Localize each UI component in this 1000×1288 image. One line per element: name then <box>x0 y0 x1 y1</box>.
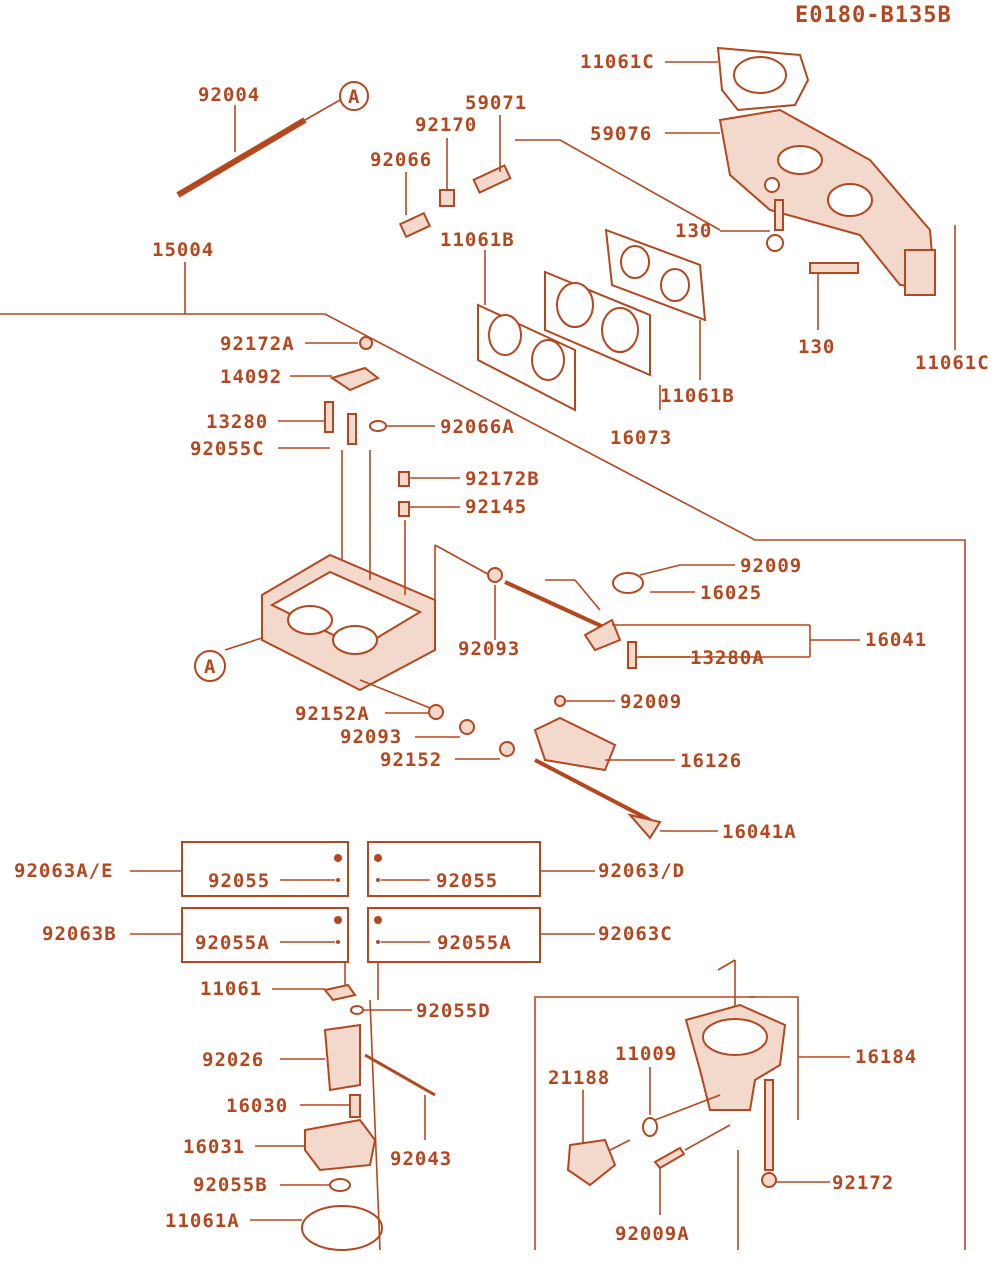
carburetor-body <box>194 450 436 692</box>
label-92170: 92170 <box>415 114 477 136</box>
label-11009: 11009 <box>615 1043 677 1065</box>
label-16031: 16031 <box>183 1136 245 1158</box>
label-92009-b: 92009 <box>620 691 682 713</box>
label-16041: 16041 <box>865 629 927 651</box>
label-92066: 92066 <box>370 149 432 171</box>
label-92009-a: 92009 <box>740 555 802 577</box>
label-59071: 59071 <box>465 92 527 114</box>
label-16073: 16073 <box>610 427 672 449</box>
label-14092: 14092 <box>220 366 282 388</box>
intake-gasket-11061c-top <box>665 46 810 112</box>
label-92055B: 92055B <box>193 1174 268 1196</box>
label-92172A: 92172A <box>220 333 295 355</box>
label-92055C: 92055C <box>190 438 265 460</box>
label-11061B-a: 11061B <box>440 229 515 251</box>
label-92172: 92172 <box>832 1172 894 1194</box>
jet-box-92063B <box>130 907 349 963</box>
label-130-a: 130 <box>675 220 712 242</box>
assembly-frame-15004 <box>0 262 966 1250</box>
label-92009A: 92009A <box>615 1223 690 1245</box>
label-11061: 11061 <box>200 978 262 1000</box>
label-11061A: 11061A <box>165 1210 240 1232</box>
label-16041A: 16041A <box>722 821 797 843</box>
label-92043: 92043 <box>390 1148 452 1170</box>
intake-manifold-59076 <box>665 108 937 292</box>
label-92066A: 92066A <box>440 416 515 438</box>
assembly-16184 <box>534 959 850 1250</box>
label-11061C-right: 11061C <box>915 352 990 374</box>
label-92055A-a: 92055A <box>195 932 270 954</box>
label-92093-b: 92093 <box>340 726 402 748</box>
label-92063B: 92063B <box>42 923 117 945</box>
label-92055A-b: 92055A <box>437 932 512 954</box>
label-92145: 92145 <box>465 496 527 518</box>
label-16184: 16184 <box>855 1046 917 1068</box>
label-21188: 21188 <box>548 1067 610 1089</box>
label-92152: 92152 <box>380 749 442 771</box>
insulator-gaskets <box>477 139 721 412</box>
throttle-shaft <box>434 544 860 669</box>
label-92055D: 92055D <box>416 1000 491 1022</box>
label-92004: 92004 <box>198 84 260 106</box>
label-92063C: 92063C <box>598 923 673 945</box>
label-92152A: 92152A <box>295 703 370 725</box>
label-16126: 16126 <box>680 750 742 772</box>
manifold-bolts <box>720 199 956 350</box>
label-92055-b: 92055 <box>436 870 498 892</box>
jet-box-92063C <box>367 907 595 963</box>
jet-box-92063D <box>367 841 595 897</box>
label-92063D: 92063/D <box>598 860 685 882</box>
label-130-b: 130 <box>798 336 835 358</box>
top-small-parts <box>324 336 410 517</box>
small-parts-top <box>398 115 512 239</box>
label-16025: 16025 <box>700 582 762 604</box>
label-92063AE: 92063A/E <box>14 860 114 882</box>
diagram-code: E0180-B135B <box>795 3 952 28</box>
label-A-mid: A <box>204 656 216 678</box>
label-13280A: 13280A <box>690 647 765 669</box>
label-92026: 92026 <box>202 1049 264 1071</box>
choke-shaft <box>359 679 662 840</box>
jet-box-92063AE <box>130 841 349 897</box>
label-15004: 15004 <box>152 239 214 261</box>
label-16030: 16030 <box>226 1095 288 1117</box>
label-11061C-top: 11061C <box>580 51 655 73</box>
leader-lines <box>250 342 735 1221</box>
label-A-top: A <box>348 86 360 108</box>
part-labels: 11061C 59076 92004 A 59071 92170 92066 1… <box>14 51 990 1245</box>
label-92055-a: 92055 <box>208 870 270 892</box>
label-59076: 59076 <box>590 123 652 145</box>
label-11061B-b: 11061B <box>660 385 735 407</box>
label-92172B: 92172B <box>465 468 540 490</box>
label-13280: 13280 <box>206 411 268 433</box>
stud-bolt-92004 <box>176 81 369 198</box>
float-bowl-group <box>301 962 436 1251</box>
label-92093-a: 92093 <box>458 638 520 660</box>
